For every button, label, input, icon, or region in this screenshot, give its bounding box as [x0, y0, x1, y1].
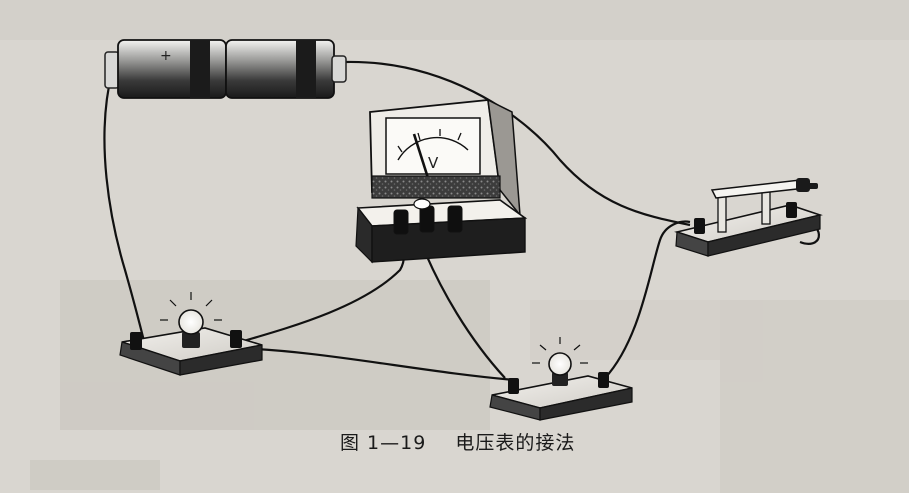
battery-2	[225, 39, 335, 99]
figure-title: 电压表的接法	[455, 432, 576, 454]
battery-2-terminal	[331, 55, 347, 83]
meter-terminals	[393, 205, 463, 235]
bulb-left-board	[119, 292, 263, 376]
bulb-center	[548, 352, 572, 376]
battery-pack: +	[104, 39, 347, 99]
meter-needle	[412, 133, 430, 179]
svg-text:+: +	[160, 48, 172, 64]
wire-battery-to-switch	[344, 60, 691, 227]
figure-number: 图 1—19	[340, 432, 427, 454]
wire-left-bulb-to-center-bulb	[231, 346, 516, 382]
meter-panel	[371, 175, 501, 199]
switch-lever	[710, 179, 808, 199]
figure-caption: 图 1—19 电压表的接法	[340, 428, 575, 455]
switch-board	[674, 178, 823, 257]
bulb-center-rays	[532, 337, 588, 364]
wire-battery-to-left-bulb	[103, 71, 147, 346]
bulb-center-board	[489, 337, 633, 421]
meter-unit-label: V	[428, 154, 439, 172]
voltmeter: V	[355, 98, 528, 264]
bulb-left	[178, 309, 204, 335]
wire-center-bulb-to-switch	[604, 220, 691, 379]
battery-1-terminal	[104, 51, 120, 89]
bulb-left-rays	[160, 292, 222, 321]
